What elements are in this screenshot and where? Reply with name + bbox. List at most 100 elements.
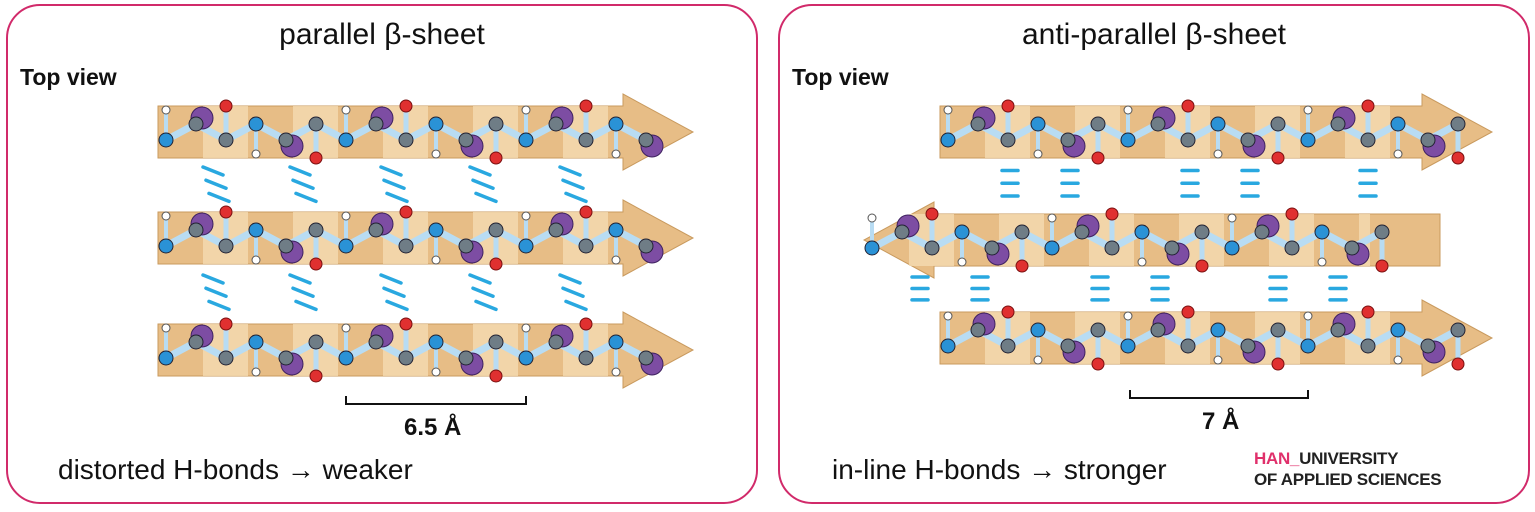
oxygen-atom [1361, 305, 1375, 319]
oxygen-atom [399, 205, 413, 219]
nitrogen-atom [1300, 338, 1316, 354]
hydrogen-atom [867, 213, 877, 223]
hydrogen-bond-dash [558, 165, 582, 177]
oxygen-atom [1015, 259, 1029, 273]
oxygen-atom [1375, 259, 1389, 273]
hydrogen-atom [521, 211, 531, 221]
carbon-atom [548, 116, 564, 132]
hydrogen-atom [161, 105, 171, 115]
oxygen-atom [579, 99, 593, 113]
hydrogen-bond-dash [207, 299, 231, 312]
nitrogen-atom [954, 224, 970, 240]
nitrogen-atom [940, 132, 956, 148]
carbon-atom [1284, 240, 1300, 256]
carbon-atom [308, 334, 324, 350]
oxygen-atom [1105, 207, 1119, 221]
hydrogen-bond-dash [379, 165, 403, 177]
parallel-sheet-diagram [157, 93, 695, 405]
hydrogen-bond-dash [564, 191, 588, 204]
hydrogen-atom [431, 367, 441, 377]
oxygen-atom [309, 151, 323, 165]
nitrogen-atom [248, 334, 264, 350]
nitrogen-atom [428, 116, 444, 132]
carbon-atom [368, 116, 384, 132]
nitrogen-atom [518, 132, 534, 148]
nitrogen-atom [608, 222, 624, 238]
carbon-atom [278, 132, 294, 148]
hydrogen-atom [251, 255, 261, 265]
hydrogen-bond-dash [385, 191, 409, 204]
carbon-atom [398, 132, 414, 148]
carbon-atom [578, 238, 594, 254]
nitrogen-atom [1120, 132, 1136, 148]
nitrogen-atom [1224, 240, 1240, 256]
oxygen-atom [399, 99, 413, 113]
nitrogen-atom [1300, 132, 1316, 148]
oxygen-atom [1181, 305, 1195, 319]
nitrogen-atom [158, 132, 174, 148]
hydrogen-bond-dash [207, 191, 231, 204]
hydrogen-bond-dash [294, 299, 318, 312]
hydrogen-bond-dash [204, 286, 228, 298]
top-view-label: Top view [792, 64, 889, 90]
carbon-atom [278, 350, 294, 366]
hydrogen-atom [1033, 355, 1043, 365]
carbon-atom [308, 116, 324, 132]
hydrogen-atom [161, 211, 171, 221]
hydrogen-atom [943, 311, 953, 321]
hydrogen-bond-dash [471, 178, 495, 190]
hydrogen-atom [611, 149, 621, 159]
hydrogen-bond-dash [561, 178, 585, 190]
hydrogen-bond-dash [379, 273, 403, 285]
parallel-sheet-panel: parallel β-sheet Top view 6.5 Å distorte… [6, 4, 758, 504]
carbon-atom [984, 240, 1000, 256]
oxygen-atom [489, 369, 503, 383]
oxygen-atom [579, 205, 593, 219]
hydrogen-bond-dash [558, 273, 582, 285]
hydrogen-atom [1303, 105, 1313, 115]
carbon-atom [638, 350, 654, 366]
panel-title: anti-parallel β-sheet [1021, 18, 1287, 51]
carbon-atom [1450, 322, 1466, 338]
oxygen-atom [309, 257, 323, 271]
oxygen-atom [579, 317, 593, 331]
carbon-atom [970, 116, 986, 132]
hydrogen-bond-dash [474, 299, 498, 312]
oxygen-atom [219, 99, 233, 113]
hydrogen-bond-dash [201, 165, 225, 177]
carbon-atom [1060, 132, 1076, 148]
hydrogen-atom [431, 149, 441, 159]
carbon-atom [1060, 338, 1076, 354]
carbon-atom [1074, 224, 1090, 240]
nitrogen-atom [1030, 322, 1046, 338]
nitrogen-atom [1120, 338, 1136, 354]
oxygen-atom [925, 207, 939, 221]
nitrogen-atom [940, 338, 956, 354]
carbon-atom [458, 132, 474, 148]
nitrogen-atom [1030, 116, 1046, 132]
carbon-atom [548, 222, 564, 238]
hydrogen-bond-dash [288, 273, 312, 285]
carbon-atom [398, 238, 414, 254]
carbon-atom [488, 334, 504, 350]
oxygen-atom [1361, 99, 1375, 113]
hydrogen-atom [611, 255, 621, 265]
hydrogen-bond-dash [291, 178, 315, 190]
hydrogen-bond-dash [468, 273, 492, 285]
carbon-atom [1240, 338, 1256, 354]
oxygen-atom [219, 317, 233, 331]
carbon-atom [1164, 240, 1180, 256]
oxygen-atom [1001, 305, 1015, 319]
nitrogen-atom [248, 222, 264, 238]
carbon-atom [1420, 132, 1436, 148]
hydrogen-atom [1227, 213, 1237, 223]
nitrogen-atom [338, 350, 354, 366]
antiparallel-sheet-panel: anti-parallel β-sheet Top view 7 Å in-li… [778, 4, 1530, 504]
carbon-atom [1014, 224, 1030, 240]
carbon-atom [1344, 240, 1360, 256]
hydrogen-atom [1393, 149, 1403, 159]
nitrogen-atom [1390, 116, 1406, 132]
carbon-atom [1450, 116, 1466, 132]
hydrogen-atom [1213, 149, 1223, 159]
carbon-atom [218, 350, 234, 366]
